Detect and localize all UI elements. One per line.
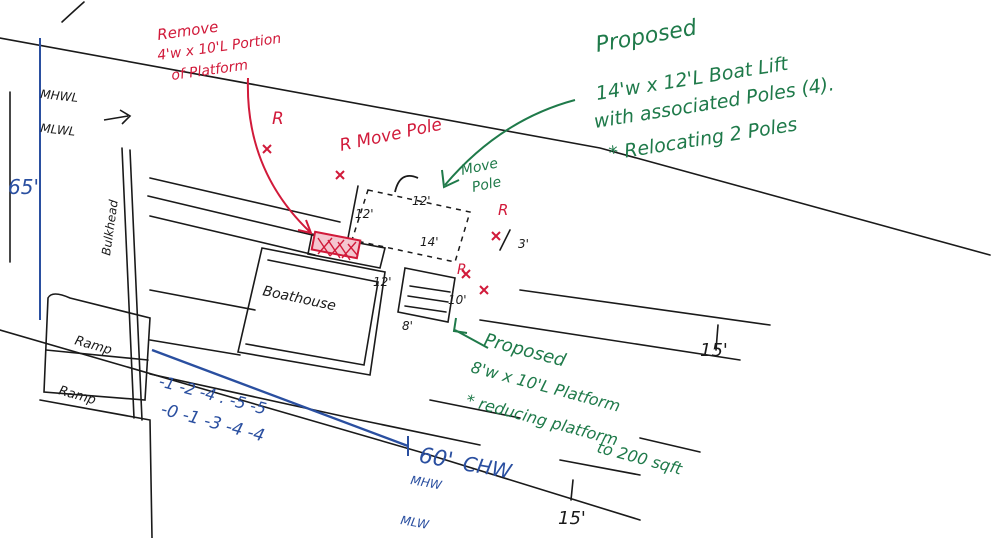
move-pole-hook-arrow (394, 174, 419, 193)
right-tick-mark (715, 324, 719, 351)
channel-line-10 (639, 437, 701, 453)
relocated-pole-x-5 (479, 285, 489, 295)
pole-r-2: R (498, 201, 508, 219)
move-pole-note-2: Pole (471, 174, 503, 196)
ramp-divider (45, 349, 149, 361)
move-pole-label: R Move Pole (338, 115, 444, 156)
width-65-label: 65' (8, 175, 39, 199)
bottom-tick-mark (570, 479, 574, 501)
channel-line-2 (147, 195, 326, 239)
bulkhead-line (121, 147, 135, 419)
channel-line-7 (519, 289, 771, 326)
shore-line-upper (0, 37, 991, 256)
platform-arrowhead (452, 317, 468, 334)
relocated-pole-x-3 (491, 231, 501, 241)
boat-lift-dim-right (499, 229, 511, 251)
new-platform-outline (397, 267, 456, 323)
boat-lift-dim-left (347, 185, 359, 239)
remove-target: of Platform (170, 57, 249, 84)
boathouse-label: Boathouse (261, 283, 337, 314)
dim-8: 8' (402, 319, 413, 333)
channel-line-1 (149, 177, 341, 223)
bulkhead-line-2 (129, 149, 143, 421)
boat-lift-arrowhead (441, 169, 460, 189)
move-pole-note-1: Move (460, 155, 500, 178)
dock-long-line (149, 373, 481, 446)
new-platform-hatch (404, 285, 451, 313)
channel-line-8 (429, 399, 521, 419)
boat-lift-outline (351, 189, 471, 263)
ramp-bottom-boundary (39, 399, 153, 539)
removal-markup (246, 77, 501, 295)
proposal-arrows (394, 99, 576, 349)
platform-area: to 200 sqft (595, 438, 685, 479)
chw-label: CHW (461, 451, 514, 483)
shoreline-60-line (151, 348, 409, 448)
bulkhead-label: Bulkhead (99, 199, 121, 257)
boat-lift-title: Proposed (594, 15, 700, 58)
relocated-pole-x-1 (262, 144, 272, 154)
mhwl-arrow (103, 109, 132, 125)
removed-portion-crosshatch (317, 237, 359, 261)
mlw-label: MLW (399, 513, 431, 532)
depth-15-right: 15' (700, 340, 728, 361)
mhwl-label: MHWL (40, 87, 79, 105)
boathouse-inner (245, 259, 379, 366)
relocated-pole-x-2 (335, 170, 345, 180)
boathouse-outline (237, 247, 386, 376)
mlwl-label: MLWL (40, 121, 76, 139)
channel-line-3 (149, 215, 316, 256)
boat-lift-arrow (444, 99, 576, 186)
pole-r-1: R (272, 109, 284, 129)
ramp-outline (43, 293, 151, 401)
dim-12-left: 12' (355, 207, 374, 221)
pole-r-3: R (457, 262, 467, 278)
channel-line-4 (149, 289, 256, 311)
dim-12-top: 12' (412, 194, 431, 208)
removal-arrow (246, 77, 311, 233)
channel-line-6 (479, 319, 741, 361)
top-edge-curve (61, 1, 85, 23)
depth-15-bottom: 15' (558, 508, 586, 529)
mhw-label: MHW (409, 473, 443, 492)
dim-14: 14' (420, 235, 439, 249)
removal-arrowhead (297, 219, 313, 235)
dimension-lines (39, 38, 409, 456)
dim-12-mid: 12' (373, 275, 392, 289)
dim-3: 3' (518, 237, 529, 251)
channel-line-9 (559, 459, 641, 476)
dim-10: 10' (448, 293, 467, 307)
relocated-pole-x-4 (461, 269, 471, 279)
shoreline-60-label: 60' (417, 443, 455, 474)
channel-line-5 (149, 339, 241, 356)
boat-lift-note: Proposed 14'w x 12'L Boat Lift with asso… (460, 15, 836, 196)
